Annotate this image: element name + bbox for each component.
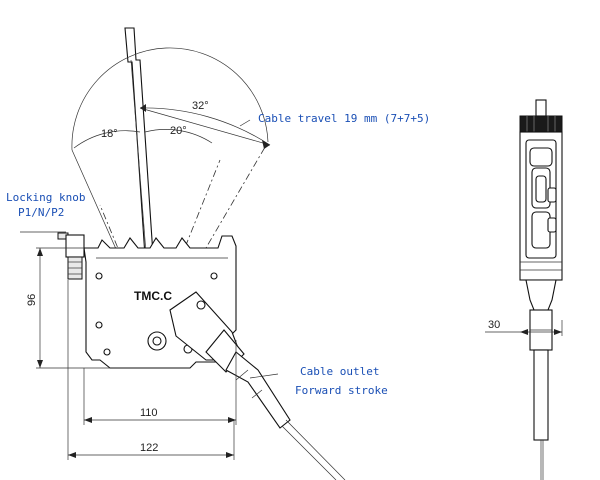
cable-outlet bbox=[169, 291, 346, 480]
locking-knob bbox=[57, 232, 85, 280]
height-dimension: 96 bbox=[26, 294, 38, 306]
cable-outlet-callout: Cable outlet bbox=[300, 365, 379, 378]
front-view: TMC.C bbox=[6, 27, 430, 480]
locking-knob-positions-callout: P1/N/P2 bbox=[18, 206, 64, 219]
angle-left-label: 18° bbox=[101, 128, 118, 140]
locking-knob-callout: Locking knob bbox=[6, 191, 85, 204]
angle-right-label: 20° bbox=[170, 125, 187, 137]
cable-travel-callout: Cable travel 19 mm (7+7+5) bbox=[258, 112, 430, 125]
side-width-dimension: 30 bbox=[488, 319, 500, 331]
forward-stroke-callout: Forward stroke bbox=[295, 384, 388, 397]
side-view: 30 bbox=[485, 99, 563, 480]
brand-label: TMC.C bbox=[134, 289, 172, 303]
outer-width-dimension: 122 bbox=[140, 442, 158, 454]
dimension-lines bbox=[20, 119, 279, 460]
inner-width-dimension: 110 bbox=[140, 407, 158, 419]
angle-total-label: 32° bbox=[192, 100, 209, 112]
